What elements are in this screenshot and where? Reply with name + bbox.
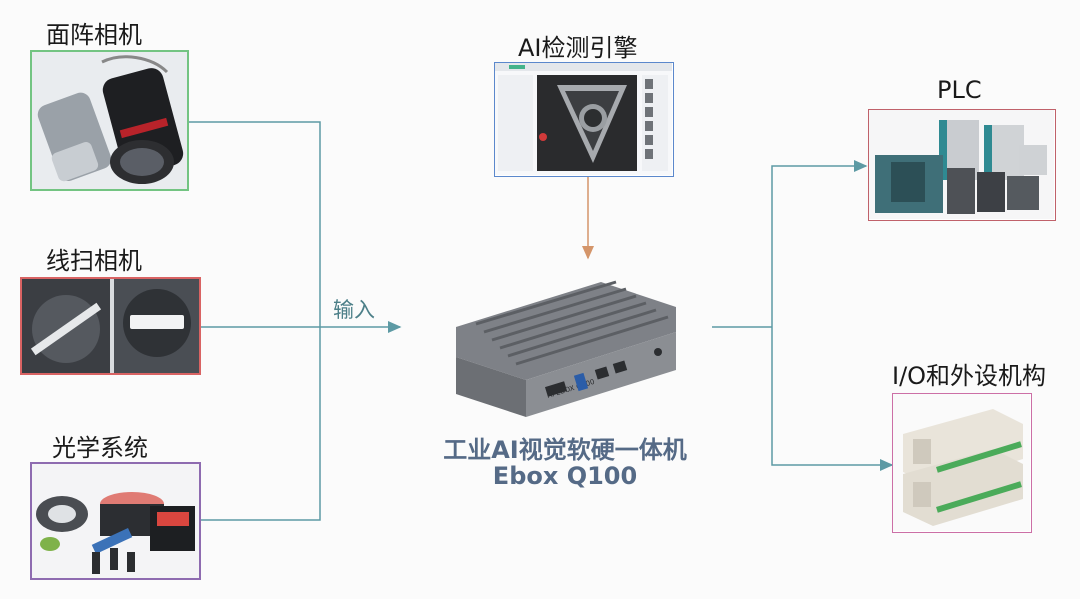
line-area-camera [189,121,321,327]
line-camera-image [20,277,201,375]
line-camera-label: 线扫相机 [46,247,142,275]
device-image: AI EBOX Q100 [436,262,686,422]
plc-label: PLC [937,76,982,104]
line-to-io [771,327,894,471]
io-label: I/O和外设机构 [892,362,1047,390]
input-arrow-label: 输入 [333,298,375,322]
engine-label: AI检测引擎 [518,34,638,62]
plc-image [868,109,1056,221]
io-image [892,393,1032,533]
device-model: Ebox Q100 [492,462,638,490]
optics-image [30,462,201,580]
area-camera-image [30,50,189,191]
device-title: 工业AI视觉软硬一体机 [443,436,687,464]
line-optics [201,327,321,521]
engine-screenshot [494,62,674,177]
area-camera-label: 面阵相机 [46,21,142,49]
optics-label: 光学系统 [52,434,148,462]
line-to-plc [771,160,868,327]
